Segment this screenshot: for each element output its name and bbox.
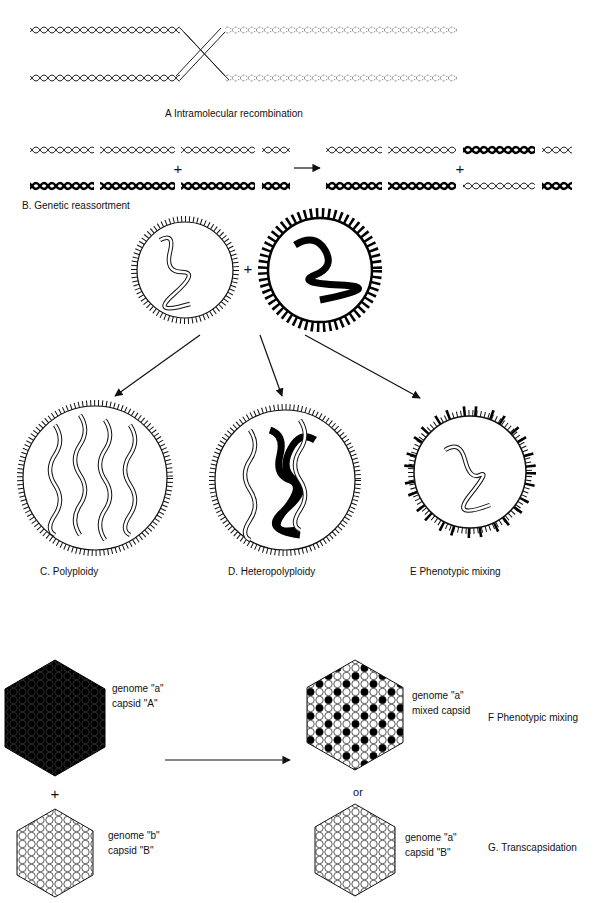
panel-caption: G. Transcapsidation xyxy=(488,842,577,854)
panel-caption: C. Polyploidy xyxy=(40,566,98,578)
capsid-label: capsid "B" xyxy=(108,845,153,857)
plus-sign: + xyxy=(456,160,465,177)
panel-caption: E Phenotypic mixing xyxy=(410,566,501,578)
capsid-label: capsid "B" xyxy=(405,847,450,859)
plus-sign: + xyxy=(174,160,183,177)
panel-caption: B. Genetic reassortment xyxy=(22,200,130,212)
panel-caption: A Intramolecular recombination xyxy=(165,108,303,120)
connector-word: or xyxy=(353,786,363,799)
capsid-label: genome "a" xyxy=(412,690,464,702)
panel-caption: F Phenotypic mixing xyxy=(488,712,578,724)
panel-caption: D. Heteropolyploidy xyxy=(228,566,315,578)
capsid-label: genome "b" xyxy=(108,830,160,842)
capsid-label: genome "a" xyxy=(405,832,457,844)
capsid-label: capsid "A" xyxy=(112,698,157,710)
capsid-label: mixed capsid xyxy=(412,705,470,717)
capsid-label: genome "a" xyxy=(112,683,164,695)
plus-sign: + xyxy=(51,785,60,802)
plus-sign: + xyxy=(244,260,253,277)
